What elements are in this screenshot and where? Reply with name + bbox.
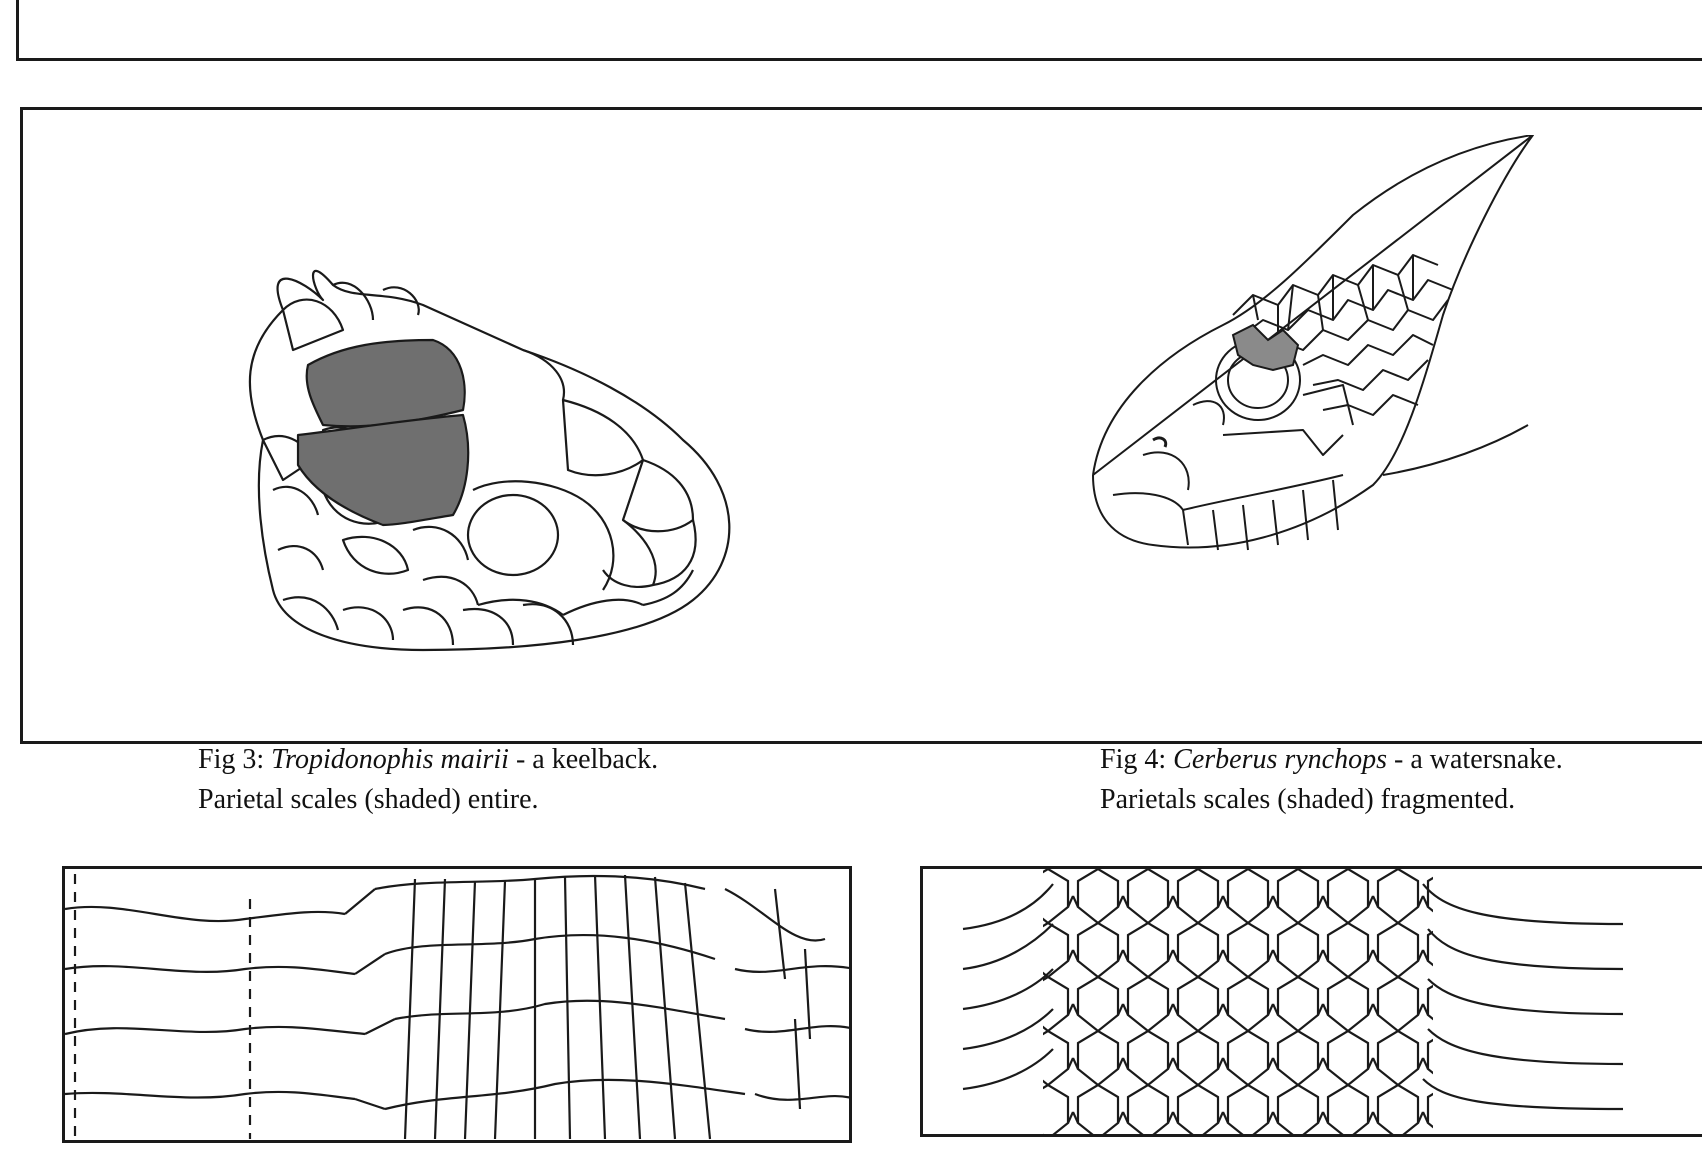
dorsal-scales-illustration bbox=[962, 869, 1624, 1134]
dorsal-scale-grid bbox=[1043, 869, 1433, 1134]
fig4-common: - a watersnake. bbox=[1394, 744, 1563, 775]
fig4-caption: Fig 4: Cerberus rynchops - a watersnake.… bbox=[1100, 740, 1563, 820]
watersnake-head-illustration bbox=[1092, 135, 1534, 551]
parietal-scale-lower bbox=[296, 413, 470, 527]
parietal-scale-upper bbox=[305, 338, 466, 428]
top-panel-frame bbox=[16, 0, 1702, 61]
fig3-common: - a keelback. bbox=[515, 744, 659, 775]
ventral-scales-illustration bbox=[65, 874, 849, 1140]
dorsal-scale-strip-right bbox=[920, 866, 1702, 1137]
figure-panel: Fig 3: Tropidonophis mairii - a keelback… bbox=[20, 107, 1702, 815]
fig4-species: Cerberus rynchops bbox=[1173, 744, 1388, 775]
watersnake-head-outline bbox=[1092, 135, 1534, 549]
fig4-label: Fig 4: bbox=[1100, 744, 1167, 775]
ventral-scale-strip-left bbox=[62, 866, 852, 1143]
fig4-note: Parietals scales (shaded) fragmented. bbox=[1100, 784, 1516, 815]
fig3-caption: Fig 3: Tropidonophis mairii - a keelback… bbox=[198, 740, 658, 820]
fig3-species: Tropidonophis mairii bbox=[271, 744, 509, 775]
keelback-head-outline bbox=[248, 269, 731, 652]
keelback-head-illustration bbox=[248, 269, 731, 652]
fragmented-parietal-scales bbox=[1231, 323, 1300, 372]
fig3-note: Parietal scales (shaded) entire. bbox=[198, 784, 539, 815]
fig3-label: Fig 3: bbox=[198, 744, 265, 775]
